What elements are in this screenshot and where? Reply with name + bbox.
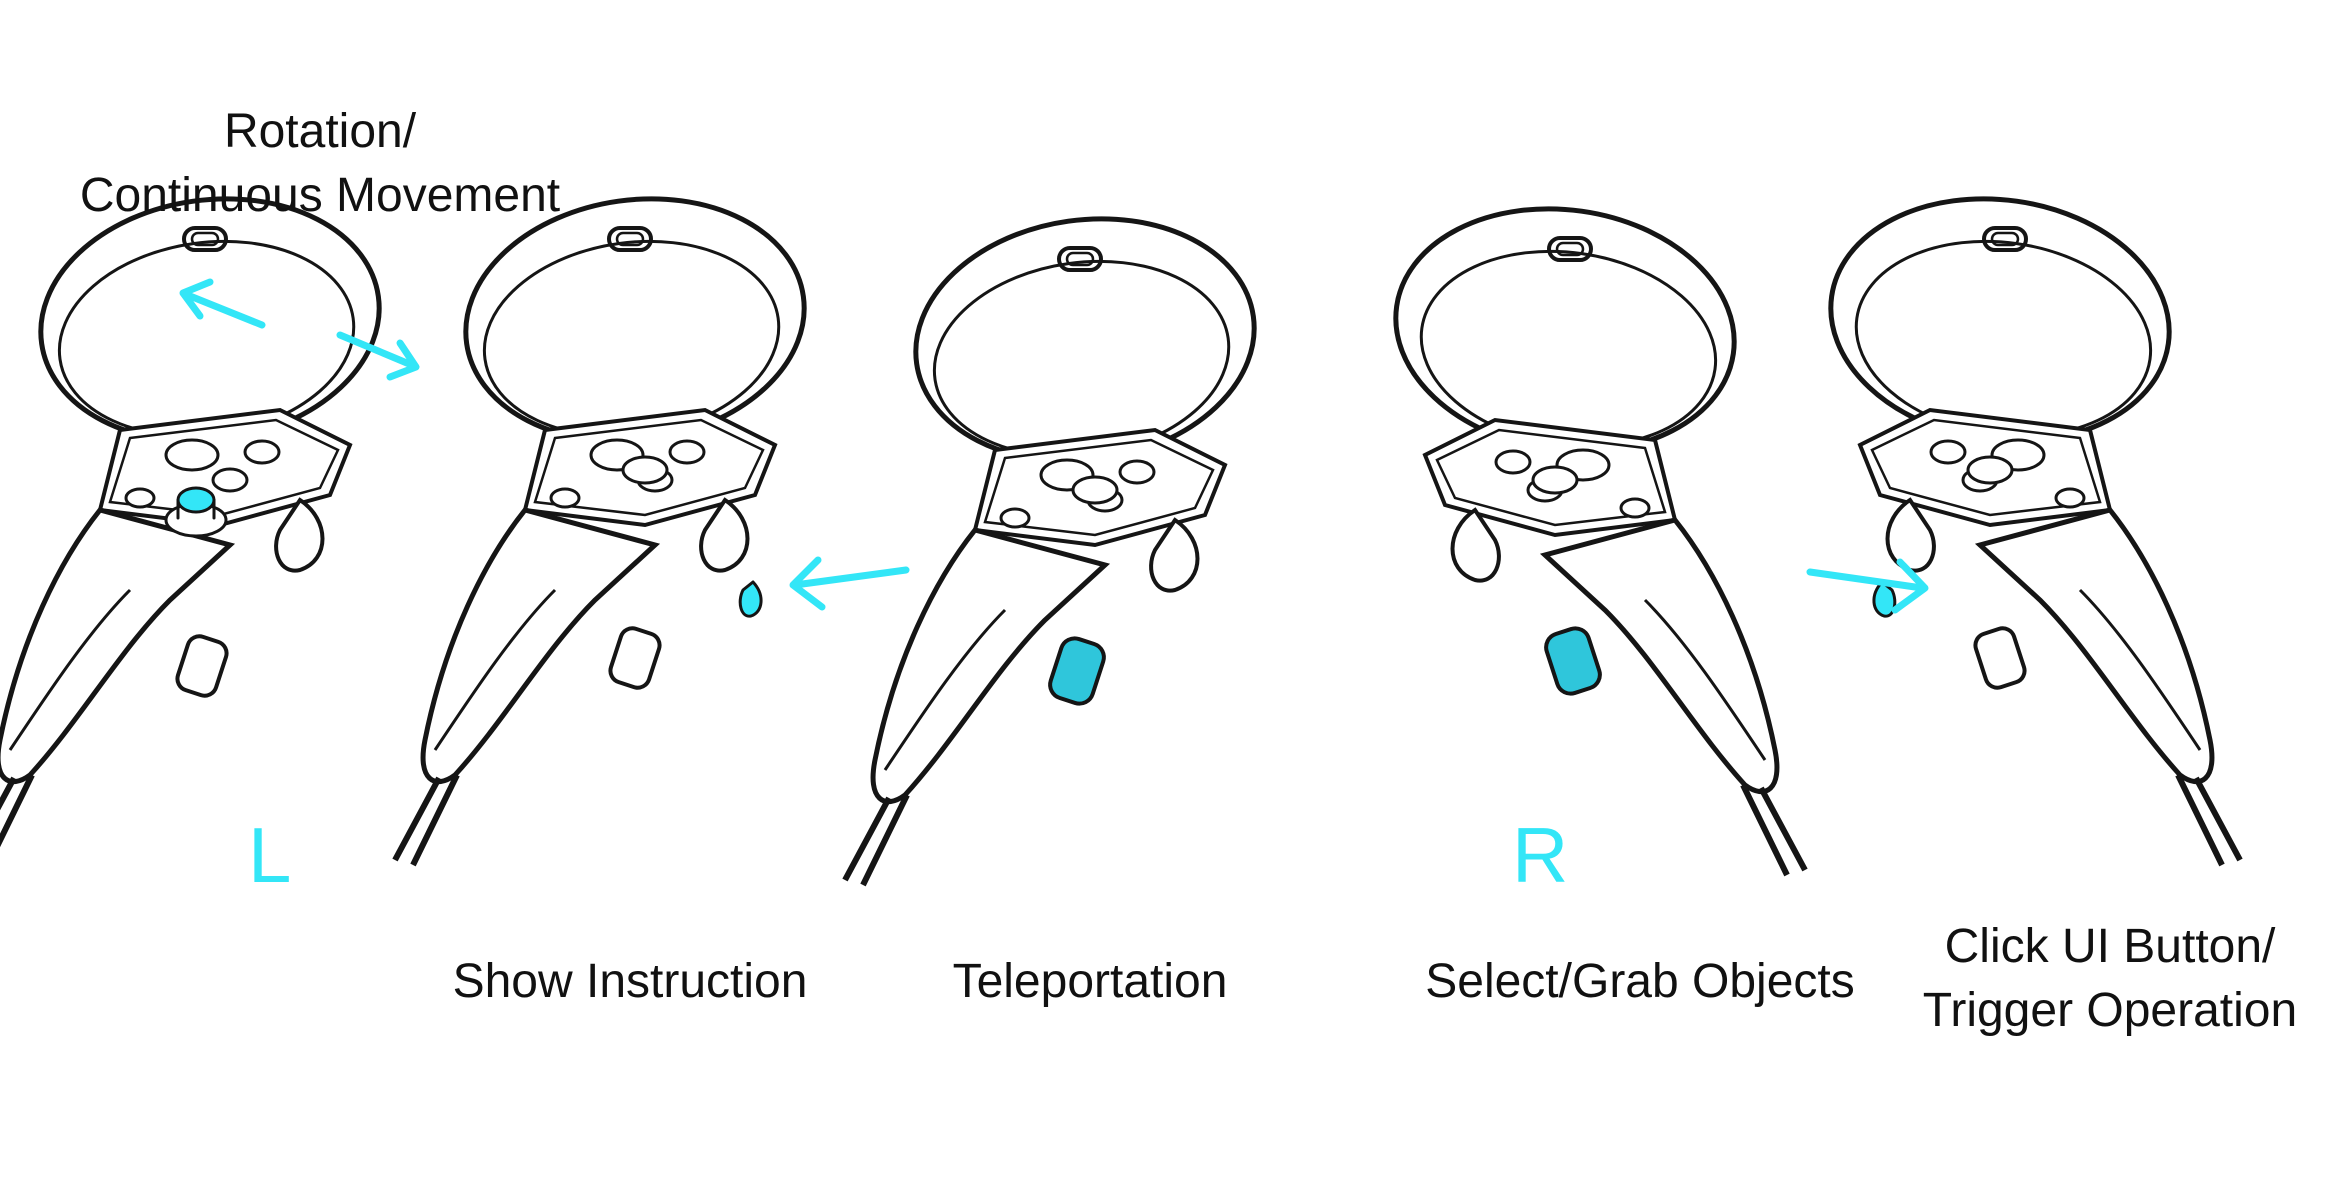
trigger-highlight [1048,636,1106,706]
menu-button-highlight [738,580,763,618]
grip-button [1973,626,2027,690]
right-controller-click [1815,178,2240,865]
rotation-arrow-left [179,278,266,329]
click-ui-label-line2: Trigger Operation [1922,984,2298,1037]
trigger-button-highlight [1872,580,1897,618]
trigger-highlight [1544,626,1602,696]
grip-button [608,626,662,690]
click-ui-label-line1: Click UI Button/ [1944,920,2276,973]
left-controller-teleport [845,198,1270,885]
left-controller-menu [395,178,820,865]
menu-arrow [789,556,910,611]
grip-button [175,634,229,698]
rotation-label: Rotation/ Continuous Movement [40,100,600,228]
right-hand-letter: R [1512,811,1569,899]
thumbstick-highlight [164,486,228,538]
thumbstick [1966,455,2014,485]
left-controller-rotation [0,178,395,865]
click-ui-label: Click UI Button/ Trigger Operation [1890,915,2330,1043]
thumbstick [621,455,669,485]
thumbstick [1071,475,1119,505]
thumbstick [1531,465,1579,495]
select-grab-label: Select/Grab Objects [1425,955,1855,1008]
right-controller-grab [1380,188,1805,875]
teleportation-label: Teleportation [952,955,1228,1008]
rotation-arrow-right [336,331,420,381]
click-arrow [1806,558,1929,614]
left-hand-letter: L [248,811,292,899]
rotation-label-line2: Continuous Movement [79,169,561,222]
rotation-label-line1: Rotation/ [223,105,417,158]
show-instruction-label: Show Instruction [452,955,808,1008]
